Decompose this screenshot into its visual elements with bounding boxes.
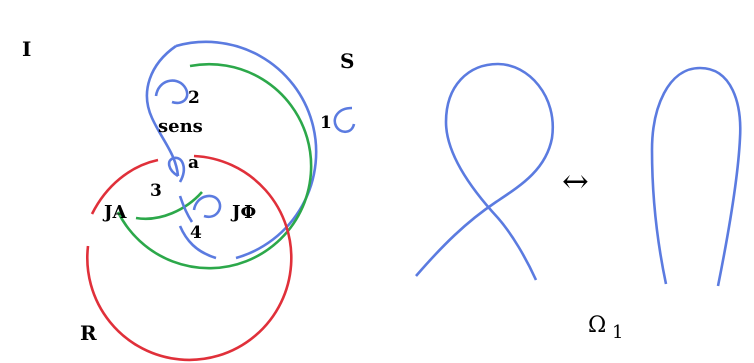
kink-label-3: 3 [150,181,162,201]
omega-symbol: Ω [588,313,606,338]
kink-4-loop [192,194,222,219]
kink-label-1: 1 [320,113,332,133]
green-ring-i [116,62,313,270]
move-left-loop [415,62,555,281]
kink-1-loop [333,106,356,134]
blue-ring-s-lower-arc [178,225,217,260]
omega-subscript: 1 [612,322,623,343]
red-ring-r-left-arc [90,158,159,215]
ring-label-i: I [22,37,31,61]
equivalence-arrow: ↔ [562,162,589,200]
ring-label-s: S [340,49,354,73]
kink-a-loop [167,156,186,183]
blue-inner-strand [145,44,180,177]
green-ring-i-inner-arc [135,191,203,221]
region-label-jphi: JΦ [230,202,256,223]
kink-label-4: 4 [190,223,202,243]
ring-label-r: R [80,321,97,345]
kink-label-a: a [188,153,199,173]
blue-inner-strand-lower [178,195,194,223]
kink-label-2: 2 [188,88,200,108]
red-ring-r [86,154,293,362]
move-right-arch [650,66,742,287]
region-label-ja: JA [102,202,128,223]
blue-ring-s [175,40,318,260]
kink-2-loop [154,79,189,105]
region-label-sens: sens [158,116,203,137]
